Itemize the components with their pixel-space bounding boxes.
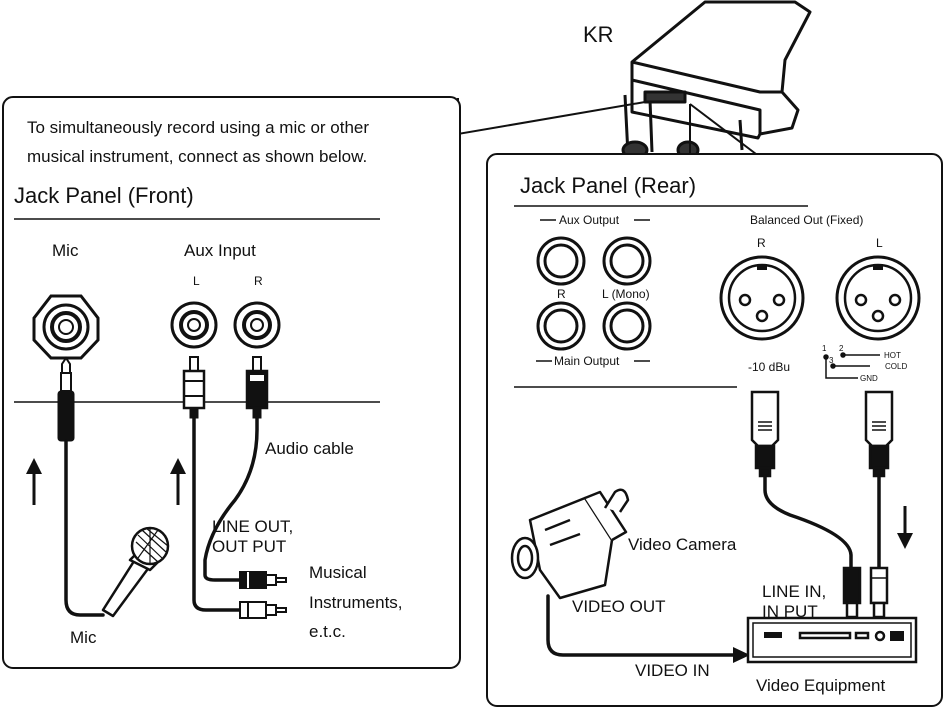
- main-output-label: Main Output: [554, 354, 620, 368]
- aux-input-l-jack: [170, 301, 218, 349]
- cold-label: COLD: [885, 362, 907, 371]
- recorder-rca-black: [842, 566, 862, 619]
- rca-plug-white: [182, 356, 206, 419]
- pin-3-label: 3: [829, 356, 834, 365]
- rear-panel-heading: Jack Panel (Rear): [520, 173, 696, 198]
- mic-bottom-label: Mic: [70, 628, 97, 647]
- line-out-label-1: LINE OUT,: [212, 517, 293, 536]
- rear-down-arrow: [897, 506, 913, 549]
- front-panel-heading: Jack Panel (Front): [14, 183, 194, 208]
- front-cables: [64, 416, 259, 617]
- line-in-label-2: IN PUT: [762, 602, 818, 621]
- intro-text-line-1: To simultaneously record using a mic or …: [27, 118, 369, 137]
- gnd-label: GND: [860, 374, 878, 383]
- main-output-r-label: R: [557, 287, 566, 301]
- hot-label: HOT: [884, 351, 901, 360]
- piano-label: KR: [583, 22, 614, 47]
- musical-instruments-label-2: Instruments,: [309, 593, 403, 612]
- video-equipment-illustration: [746, 616, 918, 664]
- xlr-r-jack: [719, 255, 805, 341]
- front-up-arrow-aux: [170, 458, 186, 505]
- instrument-rca-white: [239, 601, 287, 619]
- rear-cables: [546, 474, 881, 657]
- line-in-label-1: LINE IN,: [762, 582, 826, 601]
- front-panel-box: [2, 96, 461, 669]
- balanced-r-label: R: [757, 236, 766, 250]
- xlr-l-jack: [835, 255, 921, 341]
- main-output-l-mono-label: L (Mono): [602, 287, 650, 301]
- balanced-out-label: Balanced Out (Fixed): [750, 213, 863, 227]
- callout-rear: [689, 103, 757, 155]
- video-camera-label: Video Camera: [628, 535, 737, 554]
- video-out-label: VIDEO OUT: [572, 597, 666, 616]
- aux-input-r-label: R: [254, 274, 263, 288]
- musical-instruments-label-3: e.t.c.: [309, 622, 346, 641]
- aux-output-label: Aux Output: [559, 213, 620, 227]
- dbu-label: -10 dBu: [748, 360, 790, 374]
- aux-output-l-jack: [602, 236, 652, 286]
- mic-jack-label: Mic: [52, 241, 79, 260]
- line-out-label-2: OUT PUT: [212, 537, 286, 556]
- instrument-rca-black: [239, 571, 287, 589]
- main-output-l-jack: [602, 301, 652, 351]
- callout-front: [457, 98, 646, 136]
- main-output-r-jack: [536, 301, 586, 351]
- xlr-plug-l: [864, 390, 894, 478]
- aux-input-label: Aux Input: [184, 241, 256, 260]
- aux-input-r-jack: [233, 301, 281, 349]
- video-in-label: VIDEO IN: [635, 661, 710, 680]
- mic-jack: [32, 294, 100, 360]
- musical-instruments-label-1: Musical: [309, 563, 367, 582]
- xlr-plug-r: [750, 390, 780, 478]
- front-up-arrow-mic: [26, 458, 42, 505]
- pin-2-label: 2: [839, 344, 844, 353]
- intro-text-line-2: musical instrument, connect as shown bel…: [27, 147, 367, 166]
- video-in-arrow-head: [733, 647, 750, 663]
- pin-1-label: 1: [822, 344, 827, 353]
- piano-illustration: [621, 0, 812, 160]
- aux-input-l-label: L: [193, 274, 200, 288]
- xlr-pin-diagram: [823, 352, 880, 379]
- microphone-illustration: [101, 526, 170, 618]
- recorder-rca-white: [869, 566, 889, 619]
- video-camera-illustration: [510, 488, 630, 600]
- balanced-l-label: L: [876, 236, 883, 250]
- aux-output-r-jack: [536, 236, 586, 286]
- rca-plug-red: [245, 356, 269, 419]
- video-equipment-label: Video Equipment: [756, 676, 885, 695]
- audio-cable-label: Audio cable: [265, 439, 354, 458]
